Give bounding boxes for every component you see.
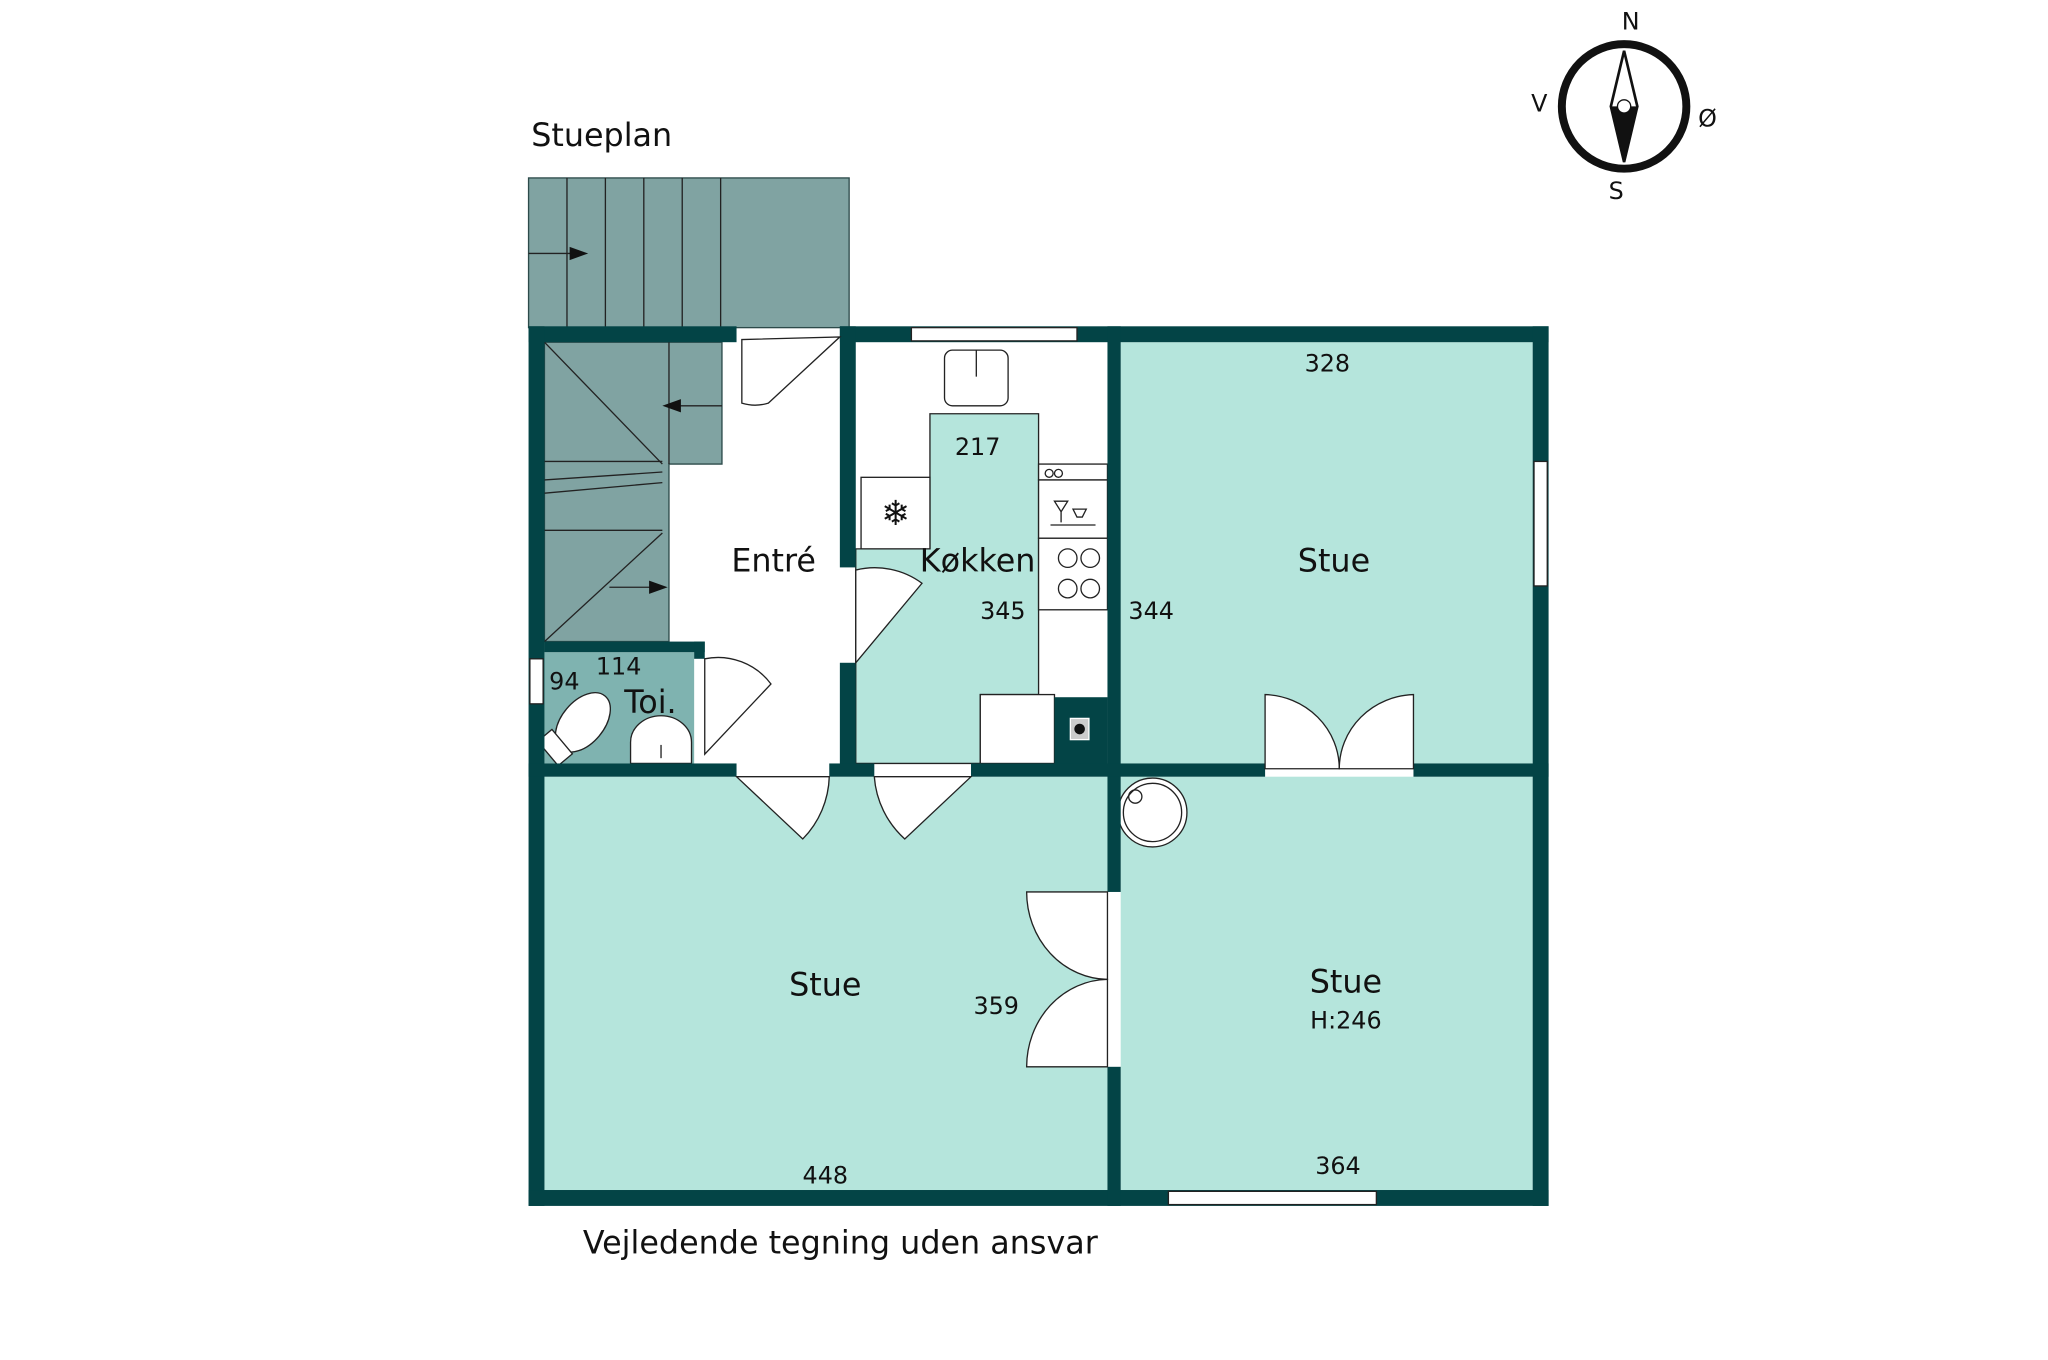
room-label-stue-sw: Stue — [789, 966, 861, 1003]
dim-stue-sw-bottom: 448 — [803, 1161, 848, 1189]
room-label-stue-ne: Stue — [1298, 542, 1370, 579]
room-stue-ne — [1120, 342, 1533, 764]
arrow-icon — [569, 246, 589, 261]
compass-east: Ø — [1698, 104, 1717, 132]
room-height-stue-se: H:246 — [1310, 1006, 1381, 1034]
round-table — [1117, 777, 1188, 848]
compass-icon — [1557, 40, 1691, 173]
dim-toilet-width: 114 — [596, 653, 641, 681]
room-stue-se — [1120, 776, 1533, 1191]
doors[interactable] — [704, 336, 1415, 1068]
snowflake-icon: ❄ — [881, 494, 910, 534]
washbasin-icon — [629, 715, 693, 765]
dim-stue-ne-top: 328 — [1305, 349, 1350, 377]
fridge — [860, 476, 931, 550]
dim-toilet-height: 94 — [549, 667, 579, 695]
disclaimer: Vejledende tegning uden ansvar — [583, 1225, 1099, 1262]
plan-title: Stueplan — [531, 117, 672, 154]
room-stue-sw — [544, 776, 1108, 1191]
dim-stue-se-bottom: 364 — [1315, 1152, 1360, 1180]
room-label-toilet: Toi. — [623, 684, 676, 721]
dim-stue-ne-side: 344 — [1128, 597, 1173, 625]
dim-kitchen-side: 345 — [980, 597, 1025, 625]
toilet-icon — [536, 692, 611, 767]
stove-icon — [1037, 537, 1109, 611]
compass-north: N — [1622, 8, 1640, 36]
compass-south: S — [1609, 177, 1624, 205]
outdoor-stairs — [527, 177, 850, 329]
room-label-stue-se: Stue — [1310, 964, 1382, 1001]
room-label-kitchen: Køkken — [920, 542, 1036, 579]
dim-kitchen-top: 217 — [955, 433, 1000, 461]
compass-west: V — [1531, 90, 1548, 118]
windows — [529, 326, 1548, 1206]
room-label-entre: Entré — [731, 542, 816, 579]
dim-stue-sw-side: 359 — [973, 992, 1018, 1020]
